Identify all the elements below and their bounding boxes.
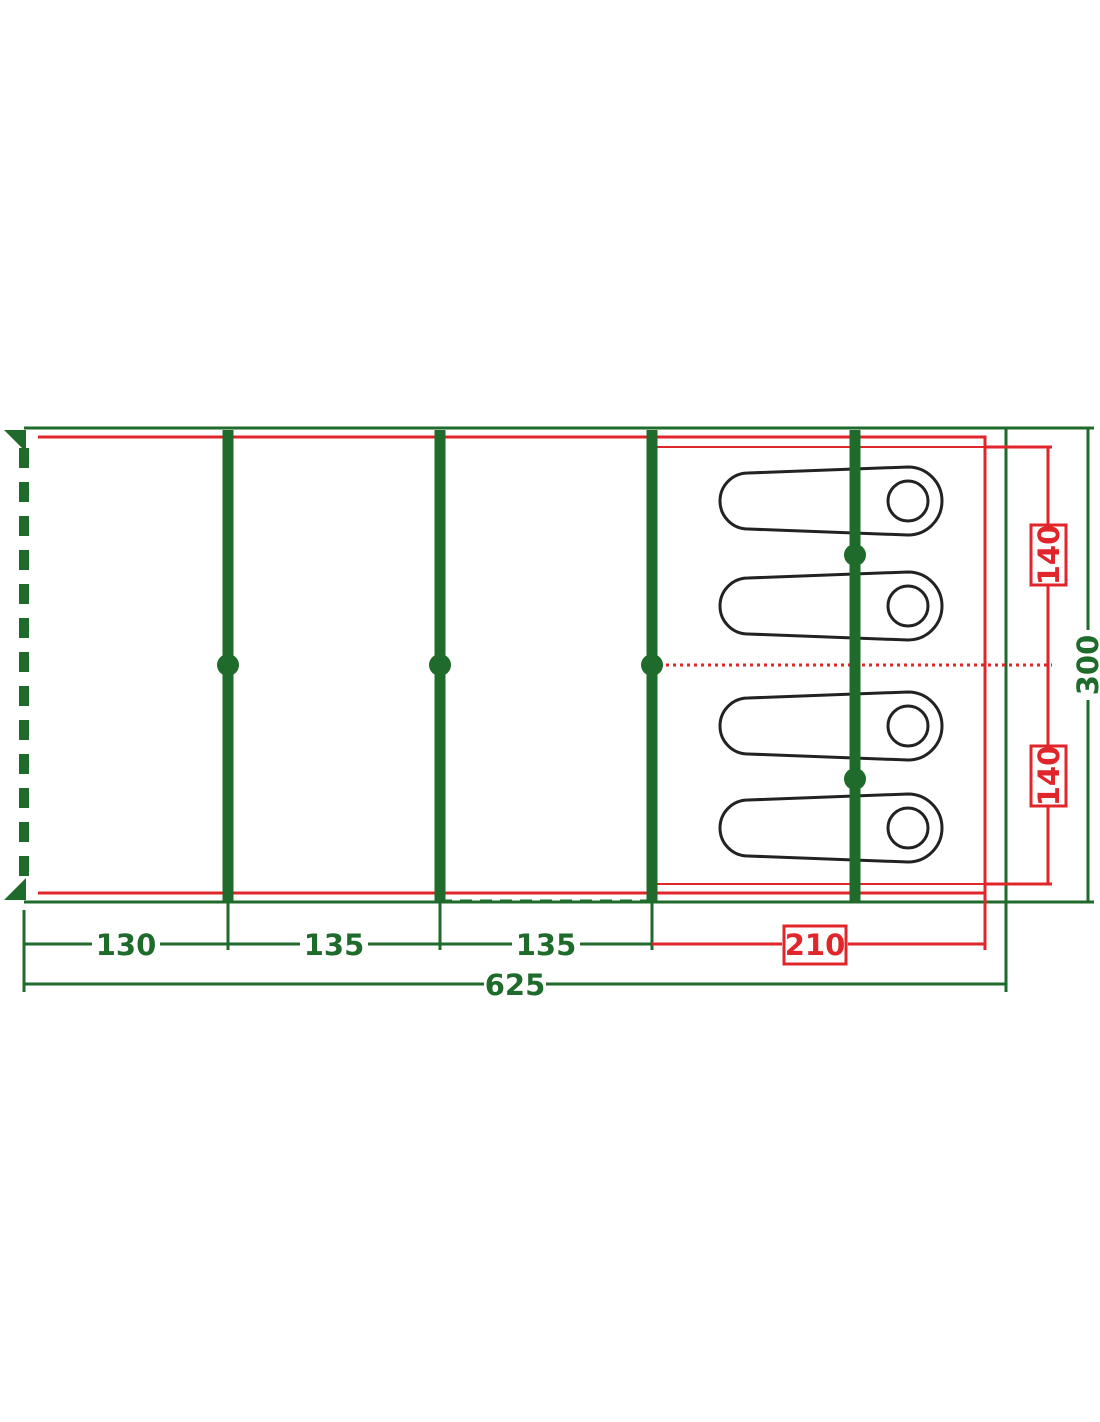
entrance-bottom-marker <box>4 878 26 900</box>
section-1-label: 130 <box>96 928 157 962</box>
section-2-label: 135 <box>304 928 365 962</box>
pole-2 <box>429 430 451 902</box>
section-3-label: 135 <box>516 928 577 962</box>
bedroom-length-label: 210 <box>785 928 846 962</box>
sleeping-bag-1 <box>718 465 944 537</box>
total-width-dimension <box>1006 426 1094 904</box>
sleeping-bag-2 <box>718 570 944 642</box>
total-length-label: 625 <box>485 968 546 1002</box>
sleeping-bag-4 <box>718 792 944 864</box>
berth-width-dimension <box>985 445 1068 886</box>
pole-4 <box>844 430 866 902</box>
total-length-dimension <box>24 902 1008 992</box>
bedroom-length-dimension <box>652 893 987 966</box>
berth-lower-label: 140 <box>1032 746 1066 807</box>
section-dimension-line <box>22 902 654 992</box>
sleeping-bag-3 <box>718 690 944 762</box>
total-width-label: 300 <box>1071 635 1100 696</box>
tent-outline <box>24 426 1008 904</box>
pole-1 <box>217 430 239 902</box>
berth-upper-label: 140 <box>1032 525 1066 586</box>
pole-3 <box>641 430 663 902</box>
entrance-top-marker <box>4 430 26 452</box>
